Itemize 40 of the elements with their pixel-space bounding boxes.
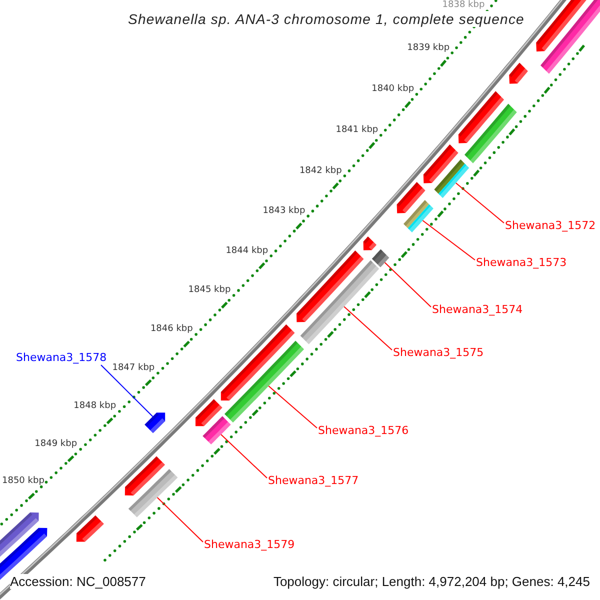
gene-bar — [224, 340, 304, 422]
gene-label: Shewana3_1573 — [476, 256, 567, 269]
gene-bar — [202, 416, 231, 444]
map-title: Shewanella sp. ANA-3 chromosome 1, complete sequence — [128, 11, 524, 27]
footer-text: Topology: circular; Length: 4,972,204 bp; Genes: 4,245 — [273, 574, 590, 589]
gene-label: Shewana3_1577 — [268, 474, 359, 487]
leader-line — [455, 182, 504, 224]
leader-line — [268, 386, 318, 428]
leader-line — [422, 220, 476, 260]
gene-bar — [300, 260, 380, 344]
tick-label: 1841 kbp — [336, 125, 378, 136]
leader-line — [156, 497, 204, 542]
gene-bar — [128, 469, 178, 518]
tick-label: 1848 kbp — [74, 400, 116, 412]
tick-label: 1846 kbp — [150, 324, 193, 335]
gene-bar — [144, 412, 166, 434]
leader-line — [384, 262, 432, 308]
gene-bar — [434, 159, 470, 198]
gene-label: Shewana3_1572 — [505, 219, 596, 232]
tick-label: 1840 kbp — [372, 84, 414, 96]
leader-line — [220, 434, 268, 478]
tick-label: 1849 kbp — [34, 438, 78, 450]
gene-label: Shewana3_1574 — [432, 303, 523, 316]
gene-bar — [404, 200, 434, 232]
tick-label: 1843 kbp — [262, 206, 306, 217]
leader-line — [100, 364, 154, 417]
tick-label: 1845 kbp — [188, 285, 231, 296]
gene-label: Shewana3_1579 — [204, 538, 295, 551]
tick-label: 1838 kbp — [442, 0, 485, 11]
gene-label: Shewana3_1576 — [318, 424, 409, 437]
tick-label: 1844 kbp — [226, 246, 268, 257]
gene-label: Shewana3_1575 — [393, 346, 484, 359]
tick-label: 1850 kbp — [2, 476, 44, 487]
footer-text: Accession: NC_008577 — [10, 574, 146, 589]
tick-label: 1842 kbp — [299, 166, 342, 177]
gene-bar — [372, 249, 390, 268]
leader-line — [344, 306, 392, 350]
tick-label: 1847 kbp — [112, 362, 155, 374]
tick-label: 1839 kbp — [407, 43, 450, 54]
gene-label: Shewana3_1578 — [16, 351, 107, 364]
